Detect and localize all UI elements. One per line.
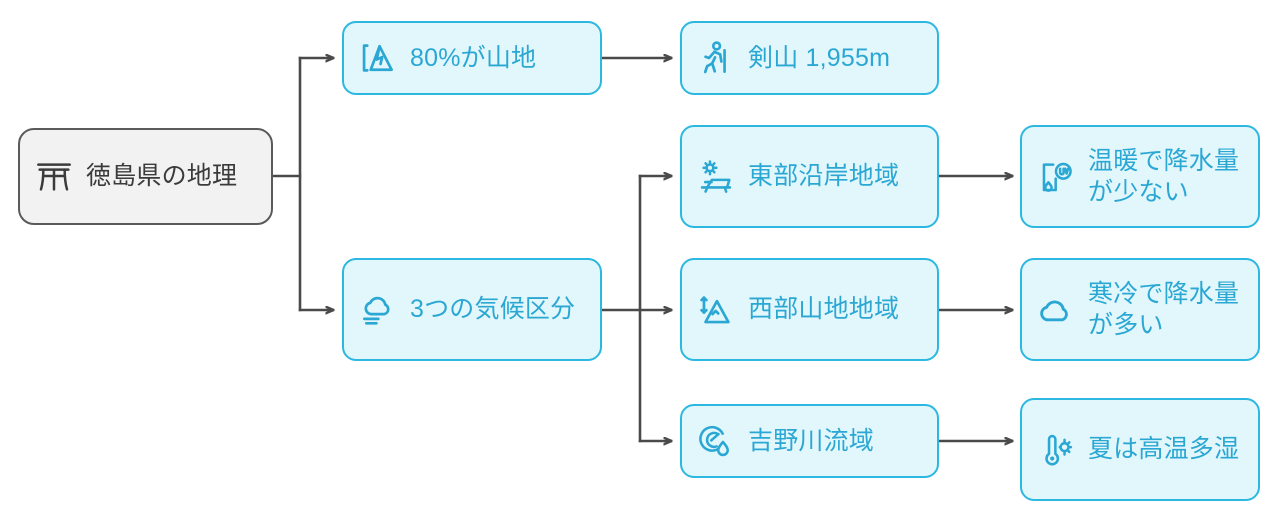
node-east-coast-area-label: 東部沿岸地域 bbox=[748, 162, 900, 190]
node-cold-high-rain-label: 寒冷で降水量が多い bbox=[1088, 279, 1240, 339]
node-yoshino-river-basin-label: 吉野川流域 bbox=[748, 426, 875, 455]
torii-gate-icon bbox=[32, 155, 76, 199]
mountain-bracket-icon bbox=[356, 36, 400, 80]
hiker-icon bbox=[694, 36, 738, 80]
node-west-mountain-area[interactable]: 西部山地地域 bbox=[680, 258, 939, 361]
cloud-fog-icon bbox=[356, 288, 400, 332]
mountain-elevation-icon bbox=[694, 288, 738, 332]
node-tsurugi-san-label: 剣山 1,955m bbox=[748, 43, 891, 72]
node-warm-low-rain[interactable]: 温暖で降水量が少ない bbox=[1020, 125, 1260, 228]
uv-index-icon bbox=[1034, 155, 1078, 199]
node-climate-divisions[interactable]: 3つの気候区分 bbox=[342, 258, 602, 361]
node-tsurugi-san[interactable]: 剣山 1,955m bbox=[680, 21, 939, 95]
node-climate-divisions-label: 3つの気候区分 bbox=[410, 295, 576, 323]
node-root[interactable]: 徳島県の地理 bbox=[18, 128, 273, 225]
node-cold-high-rain[interactable]: 寒冷で降水量が多い bbox=[1020, 258, 1260, 361]
thermometer-sun-icon bbox=[1034, 428, 1078, 472]
node-yoshino-river-basin[interactable]: 吉野川流域 bbox=[680, 404, 939, 478]
humidity-gauge-droplet-icon bbox=[694, 419, 738, 463]
node-root-label: 徳島県の地理 bbox=[86, 162, 238, 190]
node-mountain-ratio[interactable]: 80%が山地 bbox=[342, 21, 602, 95]
cloud-icon bbox=[1034, 288, 1078, 332]
node-warm-low-rain-label: 温暖で降水量が少ない bbox=[1088, 146, 1240, 206]
sun-beach-lounger-icon bbox=[694, 155, 738, 199]
node-east-coast-area[interactable]: 東部沿岸地域 bbox=[680, 125, 939, 228]
node-hot-humid-summer-label: 夏は高温多湿 bbox=[1088, 435, 1240, 463]
node-hot-humid-summer[interactable]: 夏は高温多湿 bbox=[1020, 398, 1260, 501]
node-mountain-ratio-label: 80%が山地 bbox=[410, 43, 537, 72]
node-west-mountain-area-label: 西部山地地域 bbox=[748, 295, 900, 323]
